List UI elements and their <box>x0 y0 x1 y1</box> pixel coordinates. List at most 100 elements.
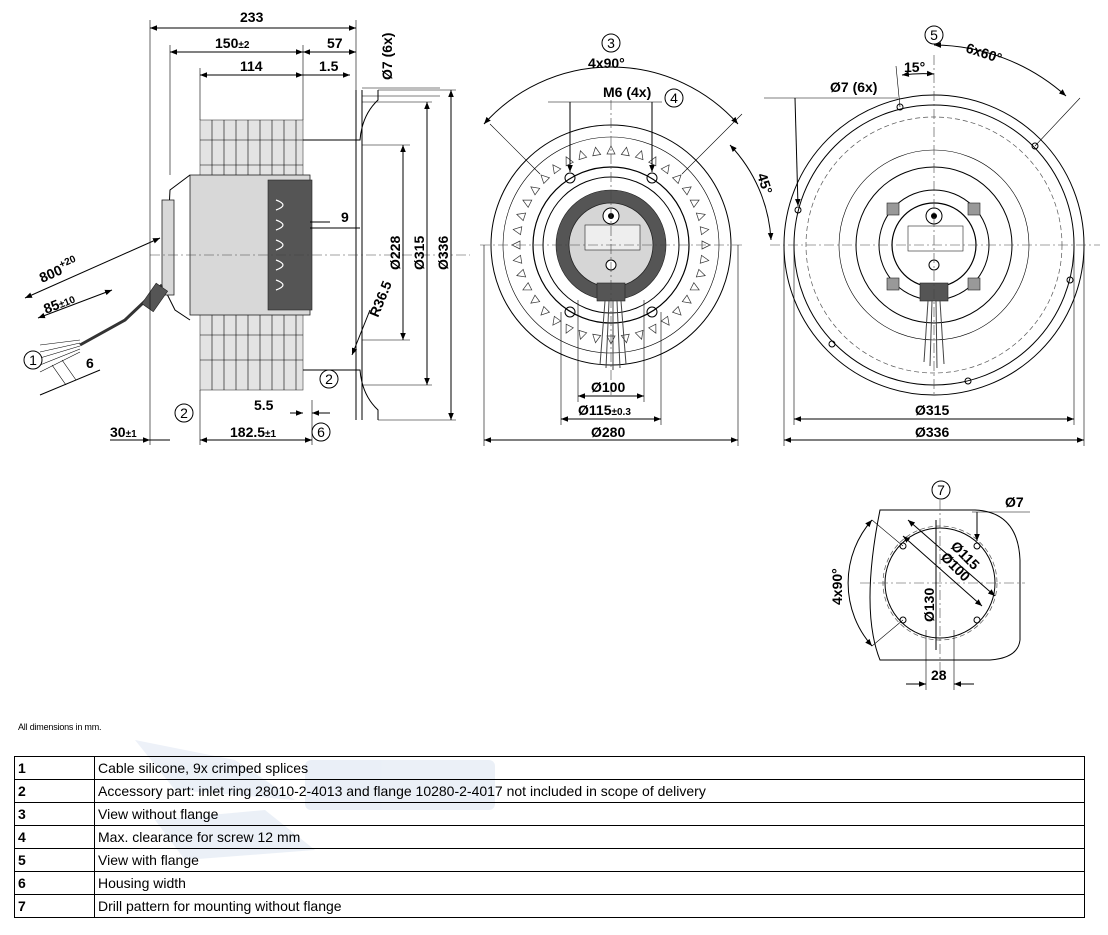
technical-drawing: 233 150±2 57 114 1.5 Ø7 (6x) 9 Ø228 Ø315 <box>23 9 1100 690</box>
angle-45: 45° <box>754 171 776 196</box>
legend-number: 5 <box>14 848 95 872</box>
dim-100-front: Ø100 <box>591 379 625 395</box>
impeller-blade <box>695 212 706 222</box>
impeller-blade <box>552 164 562 175</box>
impeller-blade <box>660 315 670 326</box>
dim-57: 57 <box>327 35 343 51</box>
dim-28-drill: 28 <box>931 667 947 683</box>
dim-85: 85±10 <box>41 290 77 317</box>
callout-1: 1 <box>23 350 43 370</box>
impeller-blade <box>681 186 692 196</box>
angle-4x90-drill: 4x90° <box>829 568 845 605</box>
dim-9: 9 <box>341 209 349 225</box>
impeller-blade <box>530 294 541 304</box>
dim-233: 233 <box>240 9 264 25</box>
svg-text:5: 5 <box>930 27 938 43</box>
legend-number: 3 <box>14 802 95 826</box>
callout-2-lower: 2 <box>174 403 194 423</box>
impeller-blade <box>540 305 551 316</box>
impeller-blade <box>660 164 670 175</box>
impeller-blade <box>648 323 657 334</box>
dim-336-side: Ø336 <box>435 236 451 270</box>
legend-text: View with flange <box>94 848 1085 872</box>
callout-5: 5 <box>924 25 944 45</box>
dim-336-flange: Ø336 <box>915 424 949 440</box>
impeller-blade <box>689 282 700 291</box>
svg-text:2: 2 <box>325 371 333 387</box>
impeller-blade <box>620 333 630 344</box>
impeller-blade <box>648 156 657 167</box>
dim-228: Ø228 <box>387 236 403 270</box>
dim-115-front: Ø115±0.3 <box>578 402 631 418</box>
impeller-blade <box>689 199 700 208</box>
dim-r36-5: R36.5 <box>366 278 395 319</box>
legend-number: 1 <box>14 756 95 780</box>
legend-number: 2 <box>14 779 95 803</box>
callout-2-upper: 2 <box>319 369 339 389</box>
impeller-blade <box>516 212 527 222</box>
impeller-blade <box>565 156 574 167</box>
legend-text: Housing width <box>94 871 1085 895</box>
impeller-blade <box>681 294 692 304</box>
impeller-blade <box>592 333 602 344</box>
legend-text: Cable silicone, 9x crimped splices <box>94 756 1085 780</box>
dim-5-5: 5.5 <box>254 397 274 413</box>
drill-pattern: 4x90° Ø7 Ø115 Ø100 Ø130 28 <box>829 494 1030 690</box>
angle-4x90-front: 4x90° <box>588 55 625 71</box>
impeller-blade <box>695 268 706 278</box>
legend-number: 6 <box>14 871 95 895</box>
impeller-blade <box>671 174 682 185</box>
impeller-blade <box>578 150 588 161</box>
side-view: 233 150±2 57 114 1.5 Ø7 (6x) 9 Ø228 Ø315 <box>24 9 470 445</box>
dim-7-6x-side: Ø7 (6x) <box>379 33 395 80</box>
units-note: All dimensions in mm. <box>18 722 102 732</box>
callout-3: 3 <box>601 33 621 53</box>
impeller-blade <box>512 254 523 264</box>
svg-text:6: 6 <box>317 424 325 440</box>
dim-7-6x-flange: Ø7 (6x) <box>830 79 877 95</box>
legend-text: Max. clearance for screw 12 mm <box>94 825 1085 849</box>
dim-150: 150±2 <box>215 35 250 51</box>
legend-text: View without flange <box>94 802 1085 826</box>
impeller-blade <box>699 254 710 264</box>
callout-6: 6 <box>311 422 331 442</box>
legend-number: 7 <box>14 894 95 918</box>
svg-text:4: 4 <box>670 90 678 106</box>
legend-text: Accessory part: inlet ring 28010-2-4013 … <box>94 779 1085 803</box>
legend-text: Drill pattern for mounting without flang… <box>94 894 1085 918</box>
impeller-blade <box>671 305 682 316</box>
svg-text:2: 2 <box>180 405 188 421</box>
impeller-blade <box>565 323 574 334</box>
dim-6-cable: 6 <box>86 355 94 371</box>
svg-text:7: 7 <box>937 482 945 498</box>
dim-182-5: 182.5±1 <box>230 424 277 440</box>
dim-130-drill: Ø130 <box>921 588 937 622</box>
impeller-blade <box>634 150 644 161</box>
flange-view: 6x60° 15° Ø7 (6x) Ø315 Ø336 <box>764 40 1100 446</box>
dim-280: Ø280 <box>591 424 625 440</box>
impeller-blade <box>516 268 527 278</box>
impeller-blade <box>540 174 551 185</box>
impeller-blade <box>620 146 630 157</box>
impeller-blade <box>512 226 523 236</box>
impeller-blade <box>592 146 602 157</box>
impeller-blade <box>530 186 541 196</box>
dim-7-drill: Ø7 <box>1005 494 1024 510</box>
dim-315-flange: Ø315 <box>915 402 949 418</box>
dim-315-side: Ø315 <box>411 236 427 270</box>
dim-30: 30±1 <box>110 424 137 440</box>
dim-m6-4x: M6 (4x) <box>603 84 651 100</box>
impeller-blade <box>522 199 533 208</box>
impeller-blade <box>578 329 588 340</box>
angle-6x60: 6x60° <box>964 40 1004 67</box>
svg-text:1: 1 <box>29 352 37 368</box>
impeller-blade <box>699 226 710 236</box>
dim-800: 800+20 <box>36 254 80 286</box>
svg-text:3: 3 <box>607 35 615 51</box>
